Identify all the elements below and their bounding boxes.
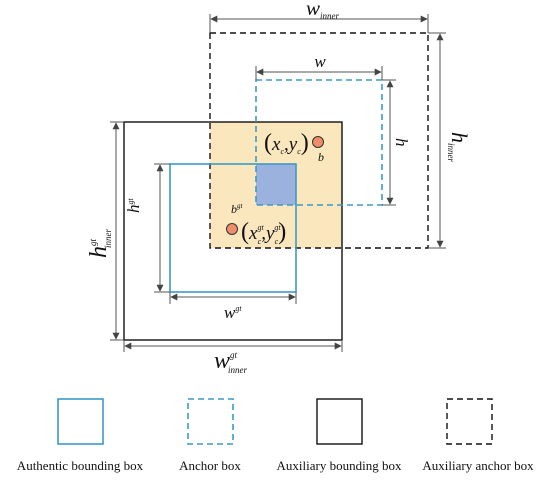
anchor-center-label: (xc,yc) <box>264 130 309 156</box>
legend-label-auxiliary-anchor-box: Auxiliary anchor box <box>422 458 534 473</box>
legend-label-auxiliary-bounding-box: Auxiliary bounding box <box>276 458 402 473</box>
legend-swatch-authentic-box <box>57 398 104 445</box>
legend-label-anchor-box: Anchor box <box>179 458 241 473</box>
auxiliary-bounding-box <box>123 121 343 341</box>
auxiliary-anchor-box <box>209 32 429 249</box>
bgt-label: bgt <box>231 202 244 216</box>
anchor-box <box>255 79 383 206</box>
dimension-lines <box>110 14 446 352</box>
w-inner-label: winner <box>306 0 340 21</box>
legend-swatch-auxiliary-anchor-box <box>446 398 493 445</box>
legend-swatch-anchor-box <box>187 398 234 445</box>
core-overlap-region <box>256 164 296 205</box>
h-inner-label: hinner <box>446 132 472 162</box>
hgt-label: hgt <box>124 198 143 214</box>
w-label: w <box>314 52 326 71</box>
authentic-bounding-box <box>169 163 297 293</box>
anchor-center-point <box>312 136 324 148</box>
b-label: b <box>318 150 324 164</box>
legend-swatch-auxiliary-bounding-box <box>316 398 363 445</box>
legend-label-authentic-box: Authentic bounding box <box>16 458 144 473</box>
wgt-label: wgt <box>224 303 242 322</box>
h-label: h <box>392 138 411 147</box>
gt-center-point <box>226 223 238 235</box>
